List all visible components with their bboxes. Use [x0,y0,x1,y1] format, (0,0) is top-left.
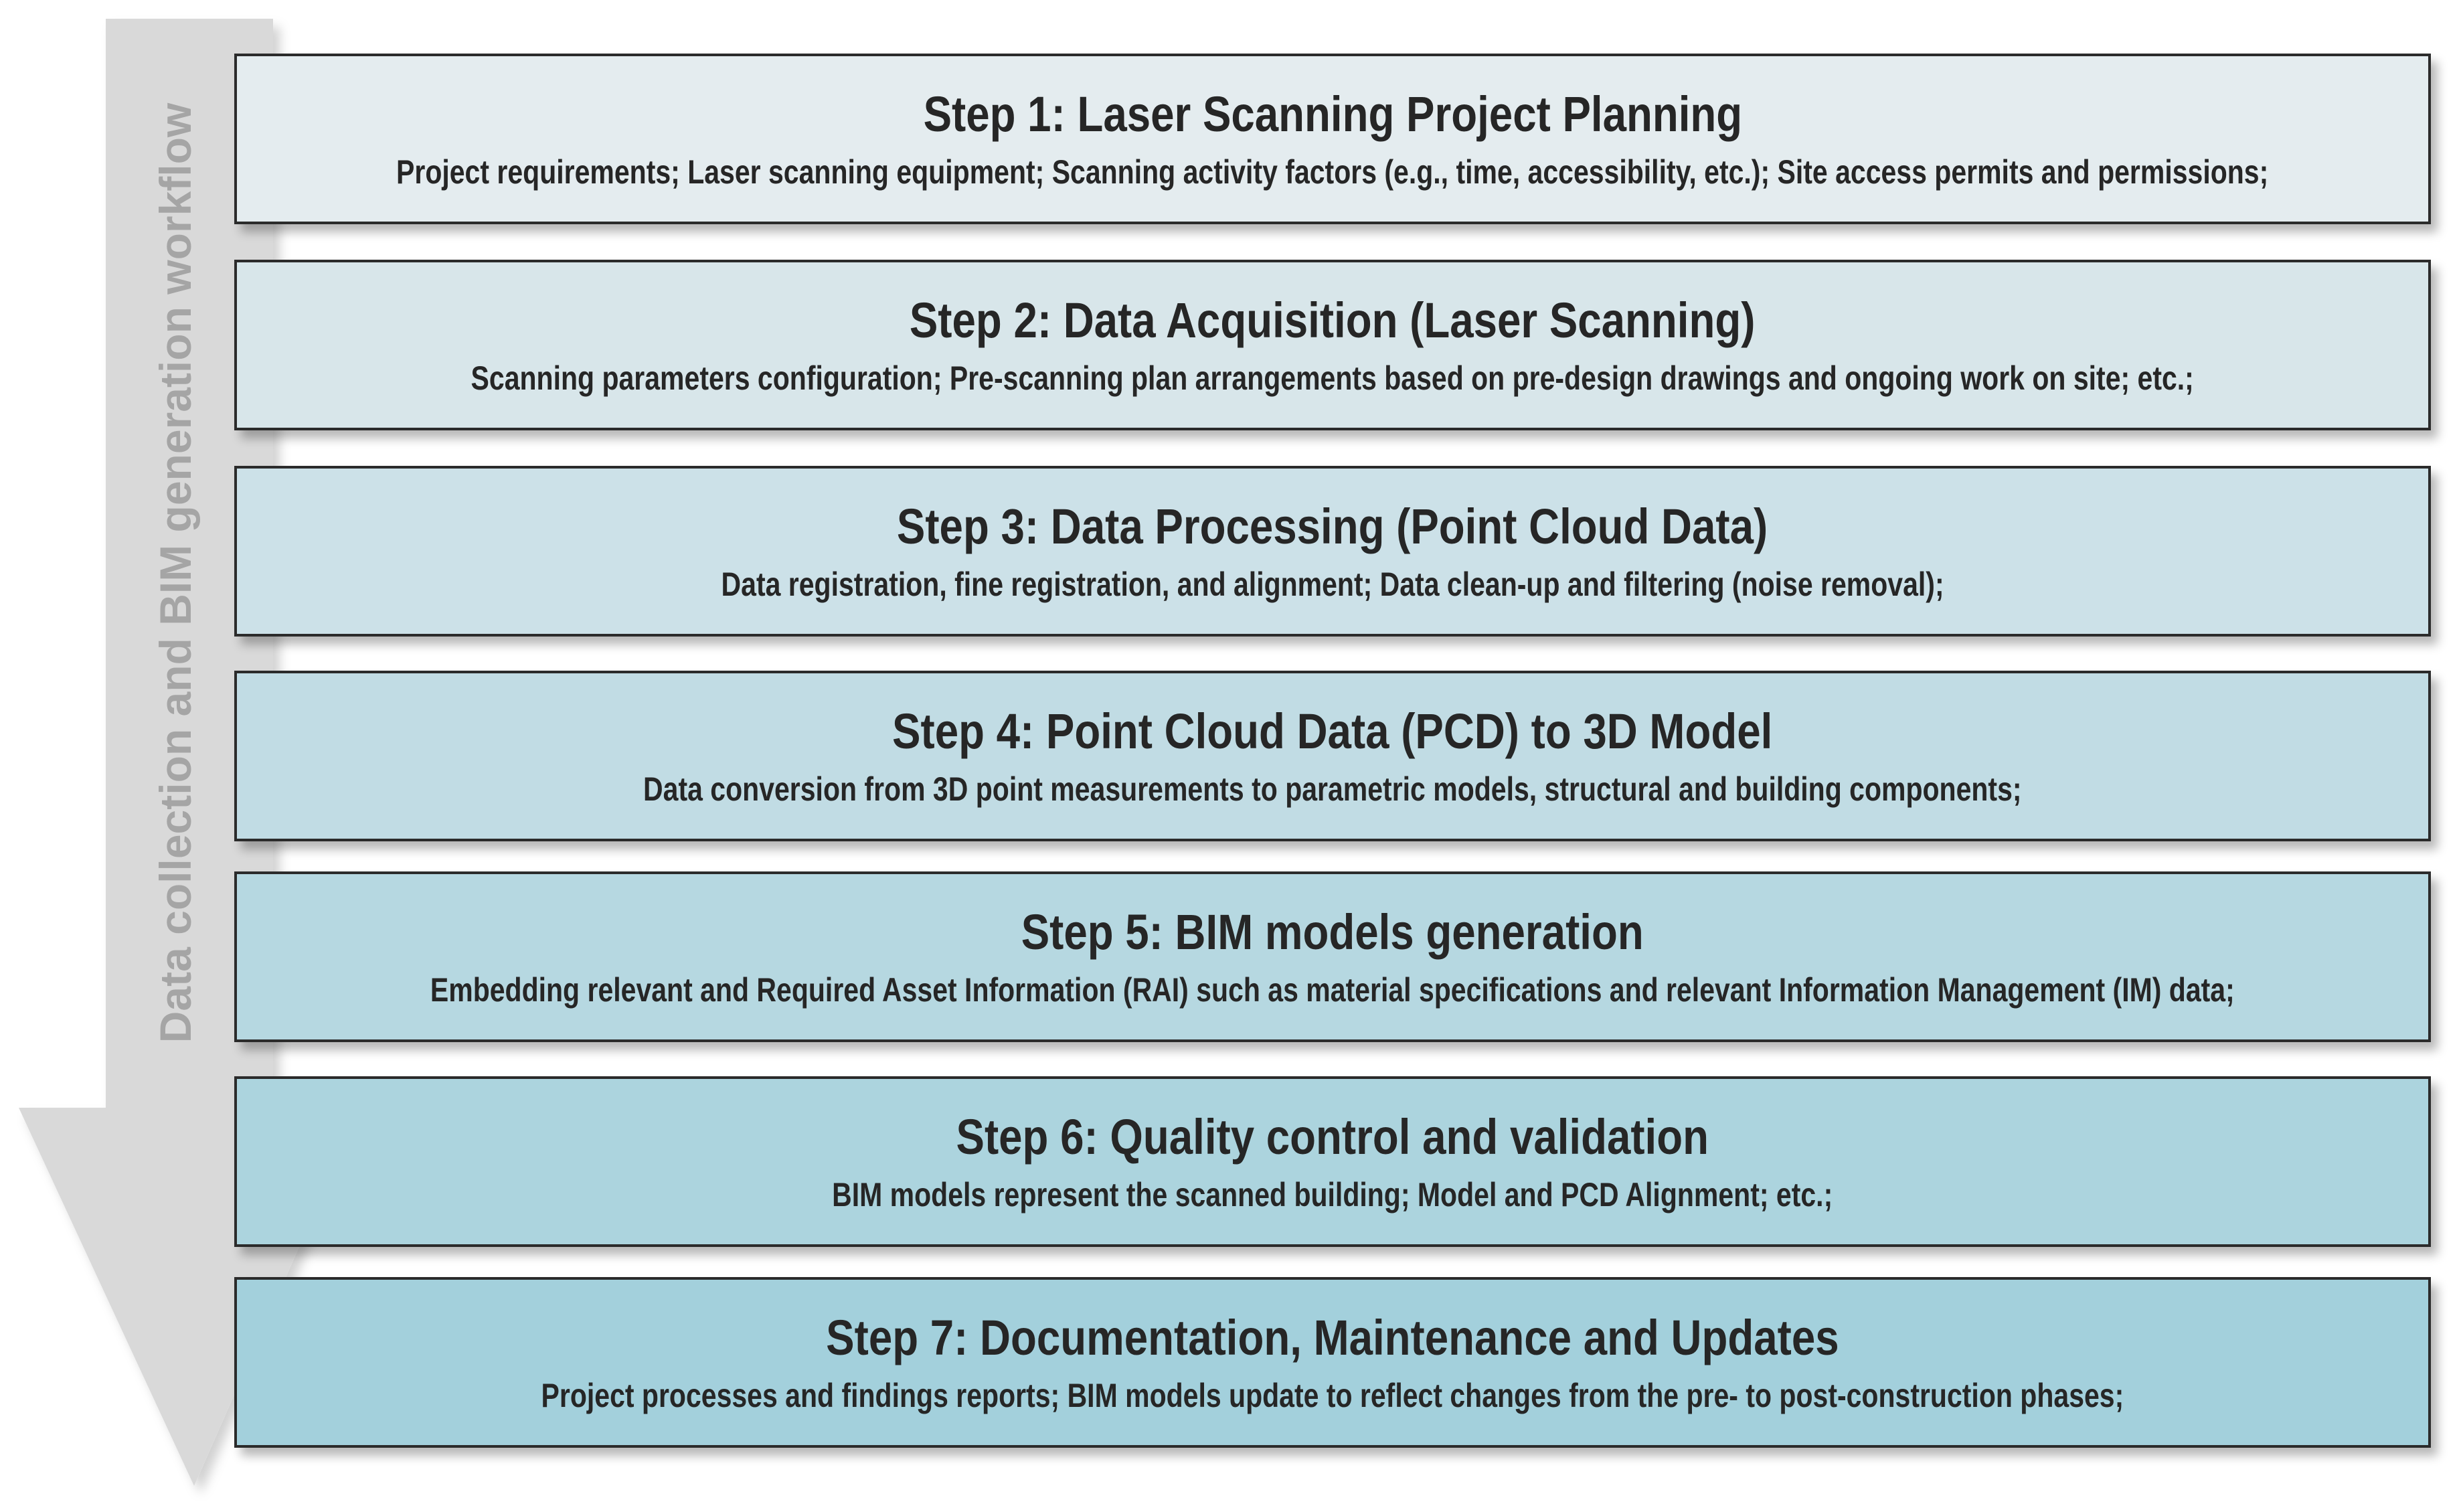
step-2-box: Step 2: Data Acquisition (Laser Scanning… [234,260,2431,430]
step-3-box: Step 3: Data Processing (Point Cloud Dat… [234,466,2431,637]
step-4-box: Step 4: Point Cloud Data (PCD) to 3D Mod… [234,671,2431,841]
workflow-side-label: Data collection and BIM generation workf… [151,102,200,1043]
step-7-box: Step 7: Documentation, Maintenance and U… [234,1277,2431,1448]
step-3-description: Data registration, fine registration, an… [721,565,1944,603]
step-4-description: Data conversion from 3D point measuremen… [643,770,2022,808]
step-7-description: Project processes and findings reports; … [541,1376,2124,1414]
step-2-description: Scanning parameters configuration; Pre-s… [471,359,2195,397]
step-1-box: Step 1: Laser Scanning Project Planning … [234,54,2431,224]
step-2-title: Step 2: Data Acquisition (Laser Scanning… [910,292,1756,348]
step-3-title: Step 3: Data Processing (Point Cloud Dat… [897,498,1768,554]
step-1-description: Project requirements; Laser scanning equ… [396,153,2269,191]
step-4-title: Step 4: Point Cloud Data (PCD) to 3D Mod… [892,703,1773,759]
step-5-description: Embedding relevant and Required Asset In… [430,971,2235,1009]
step-6-box: Step 6: Quality control and validation B… [234,1076,2431,1247]
step-5-box: Step 5: BIM models generation Embedding … [234,871,2431,1042]
step-1-title: Step 1: Laser Scanning Project Planning [923,86,1742,142]
step-6-title: Step 6: Quality control and validation [956,1108,1709,1165]
step-6-description: BIM models represent the scanned buildin… [832,1175,1833,1213]
step-5-title: Step 5: BIM models generation [1021,904,1644,960]
step-7-title: Step 7: Documentation, Maintenance and U… [826,1309,1839,1365]
